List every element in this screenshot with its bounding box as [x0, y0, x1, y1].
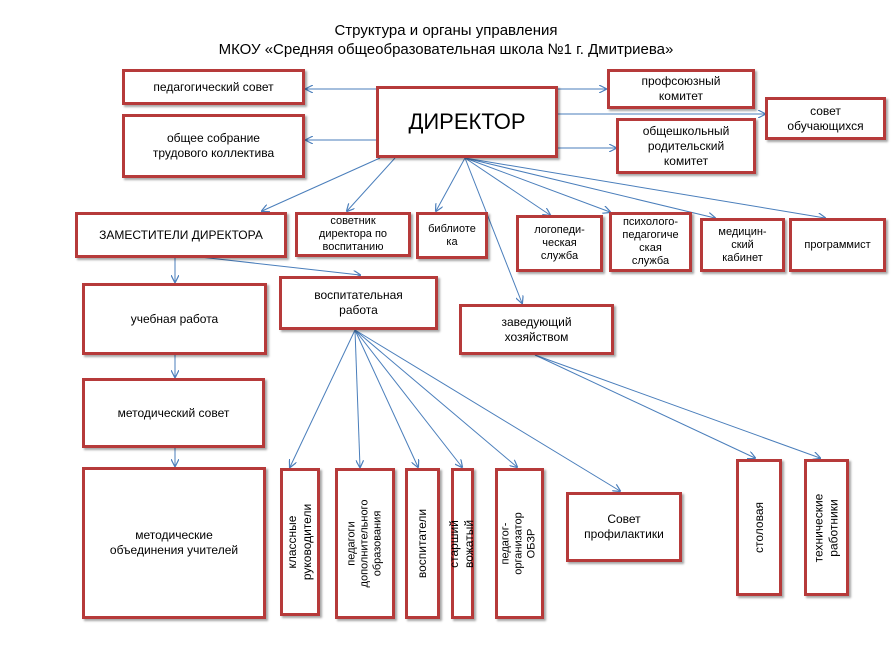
node-student-council: совет обучающихся	[765, 97, 886, 140]
node-ped-council: педагогический совет	[122, 69, 305, 105]
node-director: ДИРЕКТОР	[376, 86, 558, 158]
node-canteen: столовая	[736, 459, 782, 596]
node-deputies: ЗАМЕСТИТЕЛИ ДИРЕКТОРА	[75, 212, 287, 258]
node-study: учебная работа	[82, 283, 267, 355]
arrow-upb-class	[290, 329, 356, 467]
arrow-director-medical	[464, 157, 715, 218]
arrow-director-speech	[464, 157, 550, 215]
arrow-director-psych	[464, 157, 610, 212]
node-method-council: методический совет	[82, 378, 265, 448]
node-prevention: Совет профилактики	[566, 492, 682, 562]
arrow-deputies-upbringing	[199, 256, 360, 275]
arrow-upb-prevention	[354, 329, 620, 491]
node-method-assoc: методические объединения учителей	[82, 467, 266, 619]
arrow-house-canteen	[534, 354, 755, 458]
node-parent-committee: общешкольный родительский комитет	[616, 118, 756, 174]
arrow-house-tech	[534, 354, 820, 458]
diagram-title-line2: МКОУ «Средняя общеобразовательная школа …	[218, 41, 674, 58]
node-trade-union: профсоюзный комитет	[607, 69, 755, 109]
node-library: библиоте ка	[416, 212, 488, 259]
node-medical: медицин- ский кабинет	[700, 218, 785, 272]
arrow-upb-senior	[354, 329, 462, 467]
node-educators: воспитатели	[405, 468, 440, 619]
arrow-director-deputies	[262, 157, 381, 211]
node-programmer: программист	[789, 218, 886, 272]
node-general-meeting: общее собрание трудового коллектива	[122, 114, 305, 178]
node-household: заведующий хозяйством	[459, 304, 614, 355]
node-extra-teachers: педагоги дополнительного образования	[335, 468, 395, 619]
arrow-upb-extra	[354, 329, 360, 467]
arrow-director-household	[464, 157, 522, 303]
node-class-teachers: классные руководители	[280, 468, 320, 616]
arrow-director-library	[436, 157, 466, 211]
arrow-upb-educators	[354, 329, 418, 467]
node-obzr: педагог- организатор ОБЗР	[495, 468, 544, 619]
arrow-director-programmer	[464, 157, 825, 218]
arrow-upb-obzr	[354, 329, 517, 467]
node-speech: логопеди- ческая служба	[516, 215, 603, 272]
node-psych: психолого- педагогиче ская служба	[609, 212, 692, 272]
node-upbringing: воспитательная работа	[279, 276, 438, 330]
node-advisor: советник директора по воспитанию	[295, 212, 411, 257]
diagram-title-line1: Структура и органы управления	[334, 22, 558, 39]
node-tech-staff: технические работники	[804, 459, 849, 596]
arrow-director-advisor	[347, 157, 396, 211]
node-senior-counselor: старший вожатый	[448, 468, 477, 619]
